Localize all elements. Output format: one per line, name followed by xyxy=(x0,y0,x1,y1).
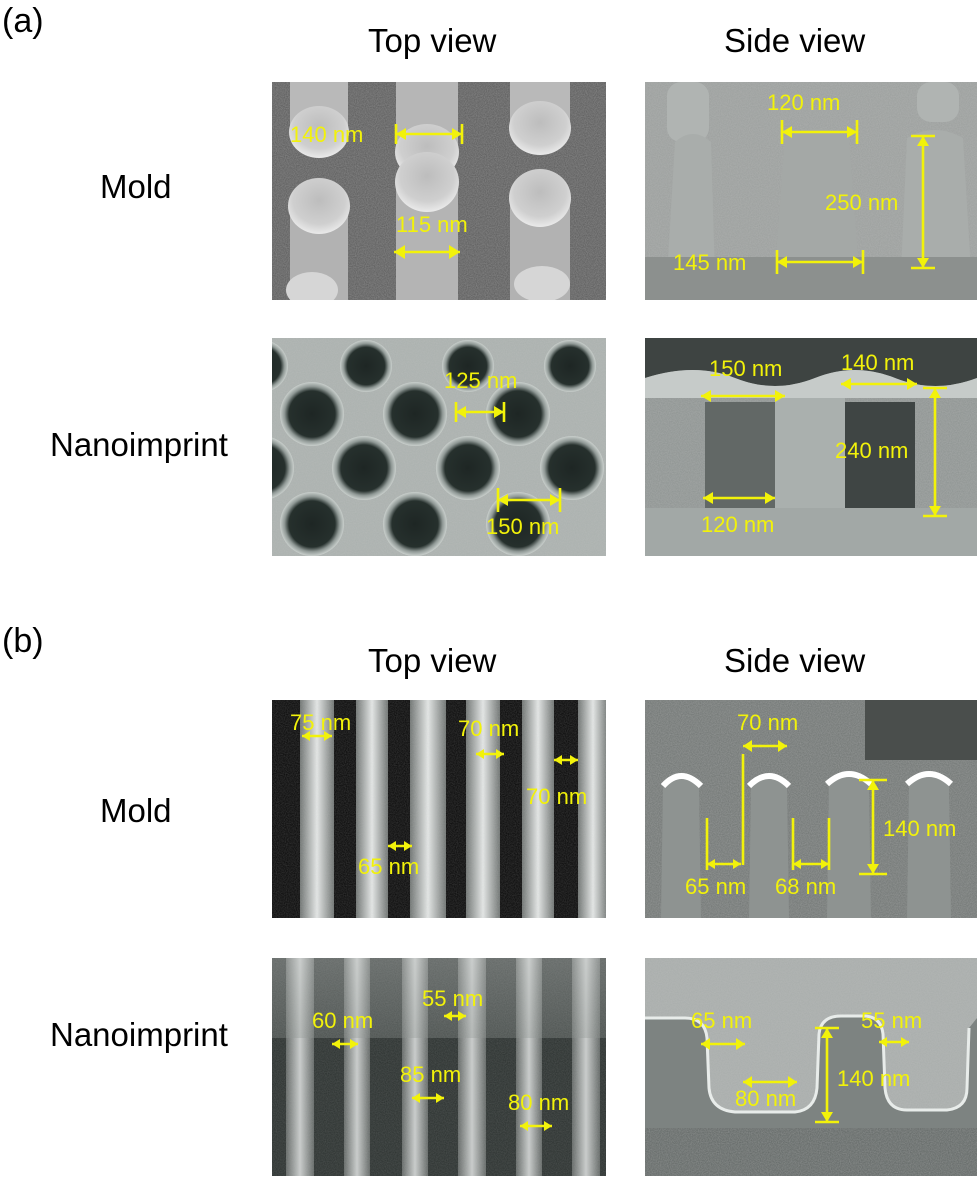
dimension-arrow-80nm xyxy=(520,1121,552,1131)
label-120nm: 120 nm xyxy=(767,90,840,115)
label-240nm: 240 nm xyxy=(835,438,908,463)
dimension-arrow-70nm-side xyxy=(741,740,787,865)
label-55nm: 55 nm xyxy=(422,986,483,1011)
pillar-cluster xyxy=(286,82,571,300)
label-75nm: 75 nm xyxy=(290,710,351,735)
dimension-arrow-65nm-b-side xyxy=(701,1038,745,1050)
dimension-arrow-250nm xyxy=(911,134,935,270)
ridge-array xyxy=(660,771,954,918)
dimension-arrow-55nm-side xyxy=(879,1037,909,1047)
dimension-arrow-65nm-side xyxy=(705,818,741,870)
label-125nm: 125 nm xyxy=(444,368,517,393)
label-55nm-side: 55 nm xyxy=(861,1008,922,1033)
label-150nm: 150 nm xyxy=(486,514,559,539)
label-65nm-b-side: 65 nm xyxy=(691,1008,752,1033)
part-b-top-view-header: Top view xyxy=(368,642,497,679)
dimension-arrow-140nm-c xyxy=(815,1026,839,1124)
dimension-arrow-120nm-side xyxy=(703,492,775,504)
part-a-mold-label: Mold xyxy=(100,168,172,205)
part-b-nanoimprint-label: Nanoimprint xyxy=(50,1016,228,1053)
label-140nm-side: 140 nm xyxy=(841,350,914,375)
part-a-nanoimprint-label: Nanoimprint xyxy=(50,426,228,463)
part-b-side-view-header: Side view xyxy=(724,642,866,679)
label-115nm: 115 nm xyxy=(396,212,468,237)
dimension-arrow-70nm-b xyxy=(554,755,578,765)
hole-array xyxy=(272,340,604,556)
dimension-arrow-60nm xyxy=(332,1039,358,1049)
part-a-label: (a) xyxy=(2,2,44,40)
label-65nm: 65 nm xyxy=(358,854,419,879)
sem-image-b-nanoimprint-side: 65 nm 55 nm 140 nm 80 nm xyxy=(645,958,977,1176)
sem-image-b-mold-side: 70 nm 140 nm 65 nm 68 nm xyxy=(645,700,977,918)
dimension-arrow-120nm xyxy=(780,120,859,144)
label-150nm-side: 150 nm xyxy=(709,356,782,381)
label-250nm: 250 nm xyxy=(825,190,898,215)
dimension-arrow-140nm xyxy=(394,124,464,144)
label-70nm-b: 70 nm xyxy=(526,784,587,809)
dimension-arrow-140nm-side xyxy=(841,378,917,390)
label-140nm-c: 140 nm xyxy=(837,1066,910,1091)
dimension-arrow-75nm xyxy=(302,731,332,741)
sem-image-a-mold-side: 120 nm 250 nm 145 nm xyxy=(645,82,977,300)
label-80nm: 80 nm xyxy=(508,1090,569,1115)
dimension-arrow-125nm xyxy=(454,402,506,422)
sem-image-a-mold-top: 140 nm 115 nm xyxy=(272,82,606,300)
part-b-mold-label: Mold xyxy=(100,792,172,829)
label-70nm-a: 70 nm xyxy=(458,716,519,741)
dimension-arrow-68nm xyxy=(791,818,831,870)
label-70nm-side: 70 nm xyxy=(737,710,798,735)
part-b-label: (b) xyxy=(2,622,44,660)
dimension-arrow-80nm-side xyxy=(743,1076,797,1088)
label-65nm-side: 65 nm xyxy=(685,874,746,899)
dimension-arrow-55nm xyxy=(444,1011,466,1021)
label-120nm-side: 120 nm xyxy=(701,512,774,537)
dimension-arrow-115nm xyxy=(394,245,460,259)
sem-image-b-mold-top: 75 nm 70 nm 70 nm 65 nm xyxy=(272,700,606,918)
dimension-arrow-140nm-b xyxy=(859,778,887,876)
label-60nm: 60 nm xyxy=(312,1008,373,1033)
dimension-arrow-85nm xyxy=(412,1093,444,1103)
dimension-arrow-150nm xyxy=(496,488,562,512)
label-145nm: 145 nm xyxy=(673,250,746,275)
label-68nm: 68 nm xyxy=(775,874,836,899)
sem-image-b-nanoimprint-top: 60 nm 55 nm 85 nm 80 nm xyxy=(272,958,606,1176)
label-140nm: 140 nm xyxy=(290,122,363,147)
dimension-arrow-150nm-side xyxy=(701,390,785,402)
dimension-arrow-70nm-a xyxy=(476,749,504,759)
sem-image-a-nanoimprint-side: 150 nm 140 nm 240 nm 120 nm xyxy=(645,338,977,556)
label-140nm-b: 140 nm xyxy=(883,816,956,841)
sem-image-a-nanoimprint-top: 125 nm 150 nm xyxy=(272,338,606,556)
dimension-arrow-65nm xyxy=(388,841,412,851)
label-80nm-side: 80 nm xyxy=(735,1086,796,1111)
ridge-profile xyxy=(645,1014,977,1176)
dimension-arrow-145nm xyxy=(775,250,865,274)
part-a-side-view-header: Side view xyxy=(724,22,866,59)
label-85nm: 85 nm xyxy=(400,1062,461,1087)
dimension-arrow-240nm xyxy=(923,386,947,518)
part-a-top-view-header: Top view xyxy=(368,22,497,59)
